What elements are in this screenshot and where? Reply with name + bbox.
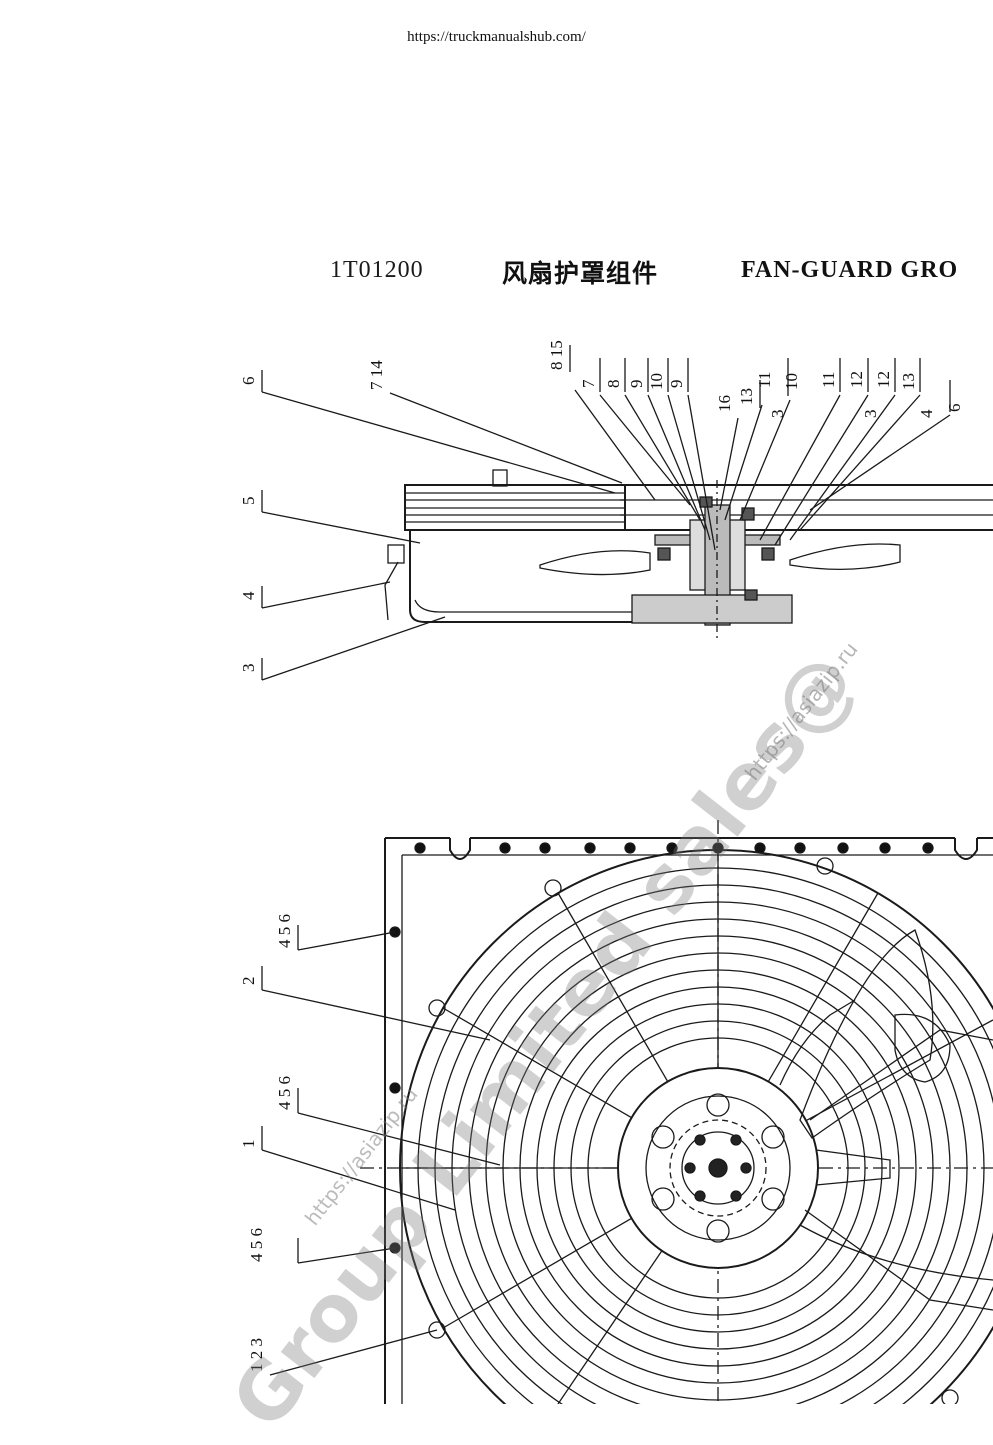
label-group-456-b: 4 5 6 xyxy=(275,1076,294,1110)
label-3: 3 xyxy=(239,664,258,673)
document-title-en: FAN-GUARD GRO xyxy=(741,257,959,283)
label-4: 4 xyxy=(239,591,258,600)
section-labels: 6 5 4 3 7 14 8 15 7 8 9 10 9 16 13 11 10… xyxy=(239,340,964,672)
label-10: 10 xyxy=(647,373,666,390)
label-5: 5 xyxy=(239,497,258,506)
document-title-cn: 风扇护罩组件 xyxy=(502,259,659,288)
label-9: 9 xyxy=(627,380,646,389)
section-view xyxy=(261,345,993,681)
label-3c: 3 xyxy=(861,410,880,419)
label-3b: 3 xyxy=(768,410,787,419)
label-7: 7 xyxy=(579,379,598,388)
label-13b: 13 xyxy=(899,373,918,390)
label-4b: 4 xyxy=(917,409,936,418)
front-view xyxy=(261,820,993,1404)
label-10b: 10 xyxy=(782,373,801,390)
label-7-14: 7 14 xyxy=(367,360,386,390)
label-8-15: 8 15 xyxy=(547,340,566,370)
label-9b: 9 xyxy=(667,380,686,389)
label-12b: 12 xyxy=(874,371,893,388)
label-12: 12 xyxy=(847,371,866,388)
label-6: 6 xyxy=(239,377,258,386)
label-16: 16 xyxy=(715,395,734,412)
label-1: 1 xyxy=(239,1140,258,1149)
fan-guard-drawing: 6 5 4 3 7 14 8 15 7 8 9 10 9 16 13 11 10… xyxy=(239,340,993,1404)
label-6b: 6 xyxy=(945,404,964,413)
label-2: 2 xyxy=(239,977,258,986)
label-13: 13 xyxy=(737,388,756,405)
label-11b: 11 xyxy=(819,372,838,388)
label-11: 11 xyxy=(755,372,774,388)
label-group-123: 1 2 3 xyxy=(247,1338,266,1372)
source-url: https://truckmanualshub.com/ xyxy=(407,29,586,45)
document-code: 1T01200 xyxy=(330,257,424,283)
label-8: 8 xyxy=(604,380,623,389)
label-group-456-a: 4 5 6 xyxy=(275,914,294,948)
front-labels: 4 5 6 2 4 5 6 1 4 5 6 1 2 3 xyxy=(239,914,294,1372)
label-group-456-c: 4 5 6 xyxy=(247,1228,266,1262)
